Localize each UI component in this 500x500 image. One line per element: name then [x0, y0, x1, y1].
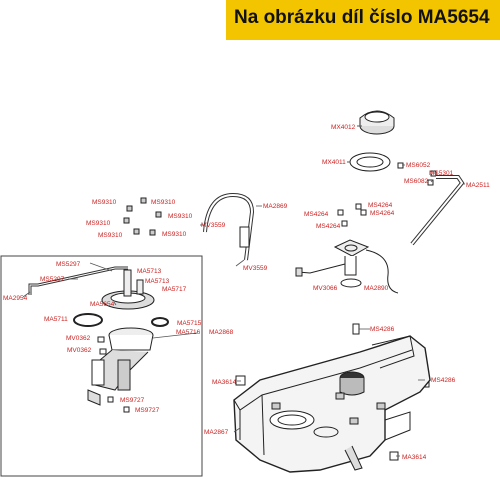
pump-small-parts	[97, 336, 130, 413]
label-ma2867[interactable]: MA2867	[204, 429, 229, 436]
pump-body[interactable]	[87, 327, 154, 406]
label-ms4264-c[interactable]: MS4264	[304, 211, 329, 218]
label-ma3614-a[interactable]: MA3614	[212, 379, 237, 386]
label-ms4286-a[interactable]: MS4286	[370, 326, 395, 333]
label-ma2954[interactable]: MA2954	[3, 295, 28, 302]
label-ms9310-b[interactable]: MS9310	[151, 199, 176, 206]
label-ms9727-a[interactable]: MS9727	[120, 397, 145, 404]
label-ms9727-b[interactable]: MS9727	[135, 407, 160, 414]
screws-ms4264	[337, 203, 367, 227]
part-labels: MX4012 MX4011 MS6052 MS5301 MS6082 MA251…	[3, 124, 490, 461]
fuel-tank[interactable]	[233, 335, 431, 473]
label-mx4011[interactable]: MX4011	[322, 159, 346, 166]
label-ma2869[interactable]: MA2869	[263, 203, 288, 210]
label-ma2868[interactable]: MA2868	[209, 329, 234, 336]
label-ms5297-a[interactable]: MS5297	[56, 261, 81, 268]
label-ma3614-b[interactable]: MA3614	[402, 454, 427, 461]
tank-clip	[235, 375, 246, 386]
label-ma5713-b[interactable]: MA5713	[145, 278, 170, 285]
seal-ring-left[interactable]	[73, 313, 103, 327]
filler-seal[interactable]	[349, 152, 391, 172]
label-ms9310-e[interactable]: MS9310	[98, 232, 123, 239]
label-mx4012[interactable]: MX4012	[331, 124, 356, 131]
bolt-left	[352, 323, 360, 335]
level-sender[interactable]	[295, 239, 399, 294]
label-ms5297-b[interactable]: MS5297	[40, 276, 65, 283]
banner-title: Na obrázku díl číslo MA5654	[234, 7, 490, 28]
label-ms9310-f[interactable]: MS9310	[162, 231, 187, 238]
label-mv0362-a[interactable]: MV0362	[66, 335, 91, 342]
label-mv3559-a[interactable]: MV3559	[201, 222, 226, 229]
small-screws-top	[397, 162, 437, 186]
label-ma5711[interactable]: MA5711	[44, 316, 68, 323]
seal-ring-right[interactable]	[151, 317, 169, 327]
label-ms9310-d[interactable]: MS9310	[86, 220, 111, 227]
label-ma5716[interactable]: MA5716	[176, 329, 201, 336]
label-ms4264-b[interactable]: MS4264	[370, 210, 395, 217]
label-ms4264-a[interactable]: MS4264	[368, 202, 393, 209]
label-ma5654[interactable]: MA5654	[90, 301, 115, 308]
label-mv3066[interactable]: MV3066	[313, 285, 338, 292]
label-ma5713-a[interactable]: MA5713	[137, 268, 162, 275]
label-ma2890[interactable]: MA2890	[364, 285, 389, 292]
pump-detail-frame	[0, 255, 203, 477]
label-ma2511[interactable]: MA2511	[466, 182, 490, 189]
label-ms9310-a[interactable]: MS9310	[92, 199, 117, 206]
label-ma5717[interactable]: MA5717	[162, 286, 187, 293]
leader-lines	[22, 164, 465, 457]
label-mv3559-b[interactable]: MV3559	[243, 265, 268, 272]
label-ms5301[interactable]: MS5301	[429, 170, 454, 177]
label-ms4264-d[interactable]: MS4264	[316, 223, 341, 230]
label-ms9310-c[interactable]: MS9310	[168, 213, 193, 220]
label-ms6082[interactable]: MS6082	[404, 178, 429, 185]
label-mv0362-b[interactable]: MV0362	[67, 347, 92, 354]
screws-ms9310	[123, 197, 162, 236]
label-ms4286-b[interactable]: MS4286	[431, 377, 456, 384]
label-ma5715[interactable]: MA5715	[177, 320, 202, 327]
highlight-banner: Na obrázku díl číslo MA5654	[226, 0, 500, 40]
label-ms6052[interactable]: MS6052	[406, 162, 431, 169]
pump-flange[interactable]	[101, 269, 155, 310]
fuel-cap[interactable]	[359, 110, 395, 135]
